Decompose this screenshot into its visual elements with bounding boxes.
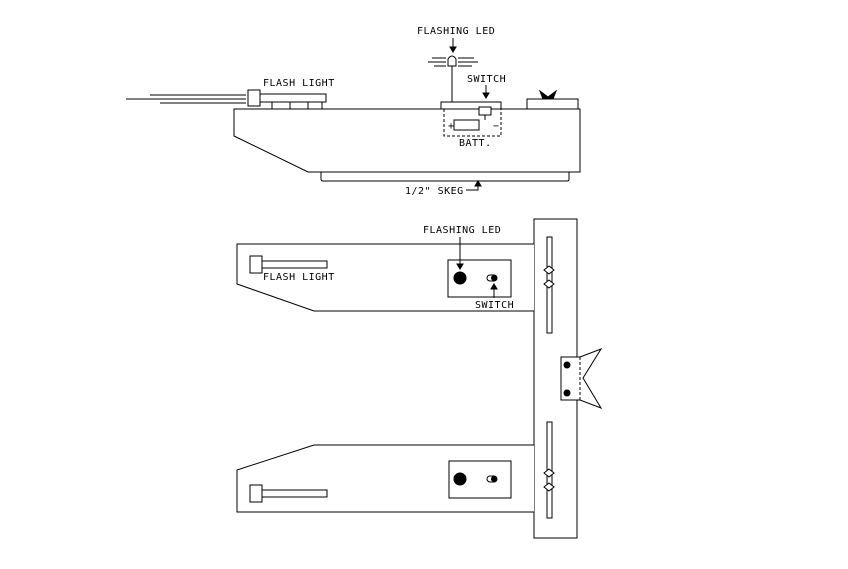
top-view: FLASHING LED FLASH LIGHT SWITCH bbox=[236, 218, 603, 539]
top-lower-control-box bbox=[448, 460, 512, 499]
top-lower-flashlight bbox=[249, 484, 328, 503]
side-flashing-led-label: FLASHING LED bbox=[417, 26, 495, 37]
side-hull bbox=[233, 108, 581, 173]
side-led-mast bbox=[428, 55, 502, 110]
side-switch-label: SWITCH bbox=[467, 74, 506, 85]
side-view: + − FLASHING LED FLASH LIGHT SWITCH BATT… bbox=[126, 26, 581, 197]
top-crossbar-slots bbox=[543, 236, 555, 519]
side-wingnut-mount bbox=[526, 89, 579, 110]
battery-plus-label: + bbox=[448, 121, 455, 132]
top-motor-bracket bbox=[560, 348, 603, 409]
side-skeg-label: 1/2" SKEG bbox=[405, 186, 464, 197]
top-flashlight-label: FLASH LIGHT bbox=[263, 272, 335, 283]
side-flashlight-label: FLASH LIGHT bbox=[263, 78, 335, 89]
side-flashlight bbox=[247, 89, 327, 109]
battery-minus-label: − bbox=[493, 121, 500, 132]
top-switch-label: SWITCH bbox=[475, 300, 514, 311]
top-upper-flashlight bbox=[249, 255, 328, 274]
side-battery-compartment: + − bbox=[443, 106, 502, 137]
motion-lines bbox=[126, 94, 246, 104]
side-batt-label: BATT. bbox=[459, 138, 492, 149]
top-flashing-led-label: FLASHING LED bbox=[423, 225, 501, 236]
side-skeg bbox=[320, 172, 570, 182]
